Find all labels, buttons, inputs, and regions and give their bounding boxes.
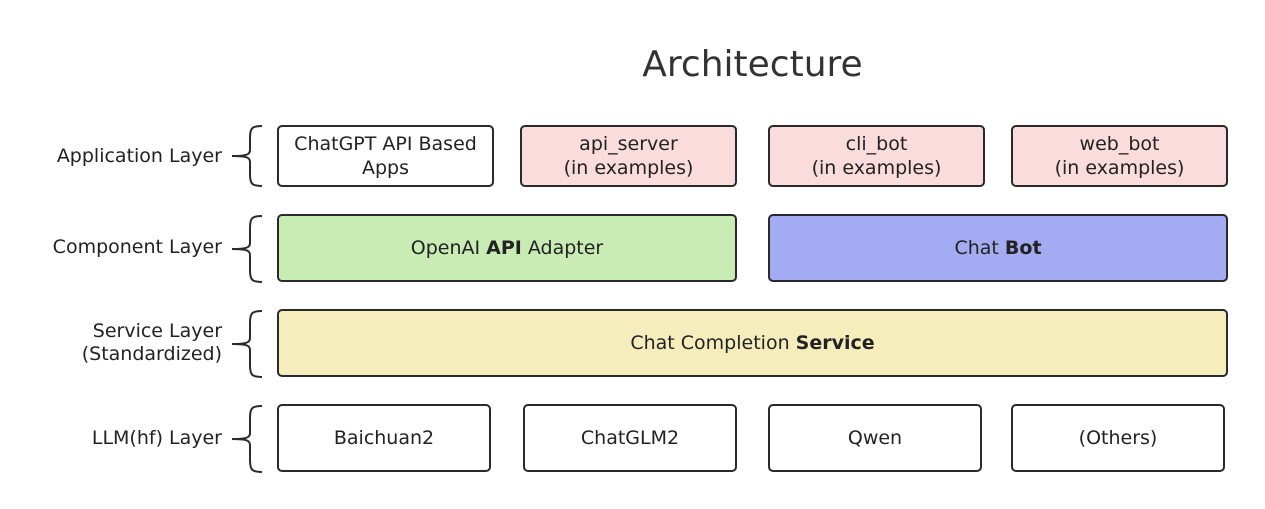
component-box-openai-api-adapter: OpenAI API Adapter — [277, 214, 737, 282]
service-box-chat-completion-service: Chat Completion Service — [277, 309, 1228, 377]
llm-box-chatglm2: ChatGLM2 — [523, 404, 737, 472]
brace-application — [231, 125, 263, 187]
brace-llm — [231, 405, 263, 473]
layer-label-application: Application Layer — [56, 145, 222, 167]
app-box-chatgpt-api-apps: ChatGPT API Based Apps — [277, 125, 494, 187]
layer-label-component: Component Layer — [52, 236, 222, 258]
brace-service — [231, 310, 263, 378]
llm-box-qwen: Qwen — [768, 404, 982, 472]
llm-box-baichuan2: Baichuan2 — [277, 404, 491, 472]
layer-label-service: Service Layer (Standardized) — [81, 320, 222, 365]
component-box-chat-bot: Chat Bot — [768, 214, 1228, 282]
diagram-title: Architecture — [642, 44, 863, 85]
app-box-web-bot: web_bot (in examples) — [1011, 125, 1228, 187]
llm-box-others: (Others) — [1011, 404, 1225, 472]
brace-component — [231, 215, 263, 283]
app-box-cli-bot: cli_bot (in examples) — [768, 125, 985, 187]
app-box-api-server: api_server (in examples) — [520, 125, 737, 187]
layer-label-llm: LLM(hf) Layer — [91, 427, 222, 449]
